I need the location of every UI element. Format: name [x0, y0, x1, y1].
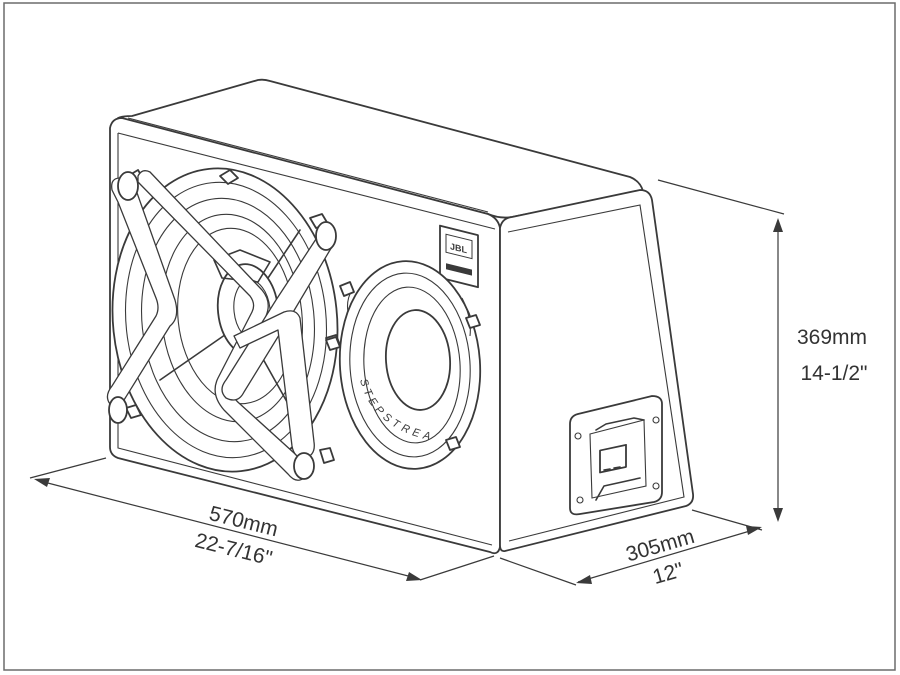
- height-imperial-label: 14-1/2": [801, 362, 868, 385]
- front-top-inset: [117, 132, 496, 230]
- top-inner-edge: [127, 117, 489, 213]
- side-inset-line: [507, 204, 685, 542]
- height-arrow-top: [773, 218, 783, 232]
- height-metric-label: 369mm: [797, 326, 867, 349]
- depth-metric-label: 305mm: [623, 525, 697, 566]
- depth-imperial-label: 12": [650, 558, 686, 589]
- terminal-cup: [569, 395, 663, 516]
- depth-arrow-left: [576, 575, 592, 584]
- center-hub: [213, 249, 271, 283]
- height-dimension: 369mm 14-1/2": [657, 179, 868, 522]
- woofer-driver: [106, 167, 341, 481]
- height-arrow-bottom: [773, 508, 783, 522]
- logo-text: JBL: [450, 241, 467, 255]
- width-arrow-right: [406, 572, 422, 581]
- enclosure-top-face: [117, 78, 644, 219]
- woofer-grille: [106, 170, 337, 481]
- depth-arrow-right: [746, 526, 762, 535]
- image-frame: [3, 2, 896, 671]
- width-arrow-left: [34, 478, 50, 487]
- front-inset-line: [117, 133, 493, 546]
- jbl-logo-badge: JBL: [439, 224, 479, 289]
